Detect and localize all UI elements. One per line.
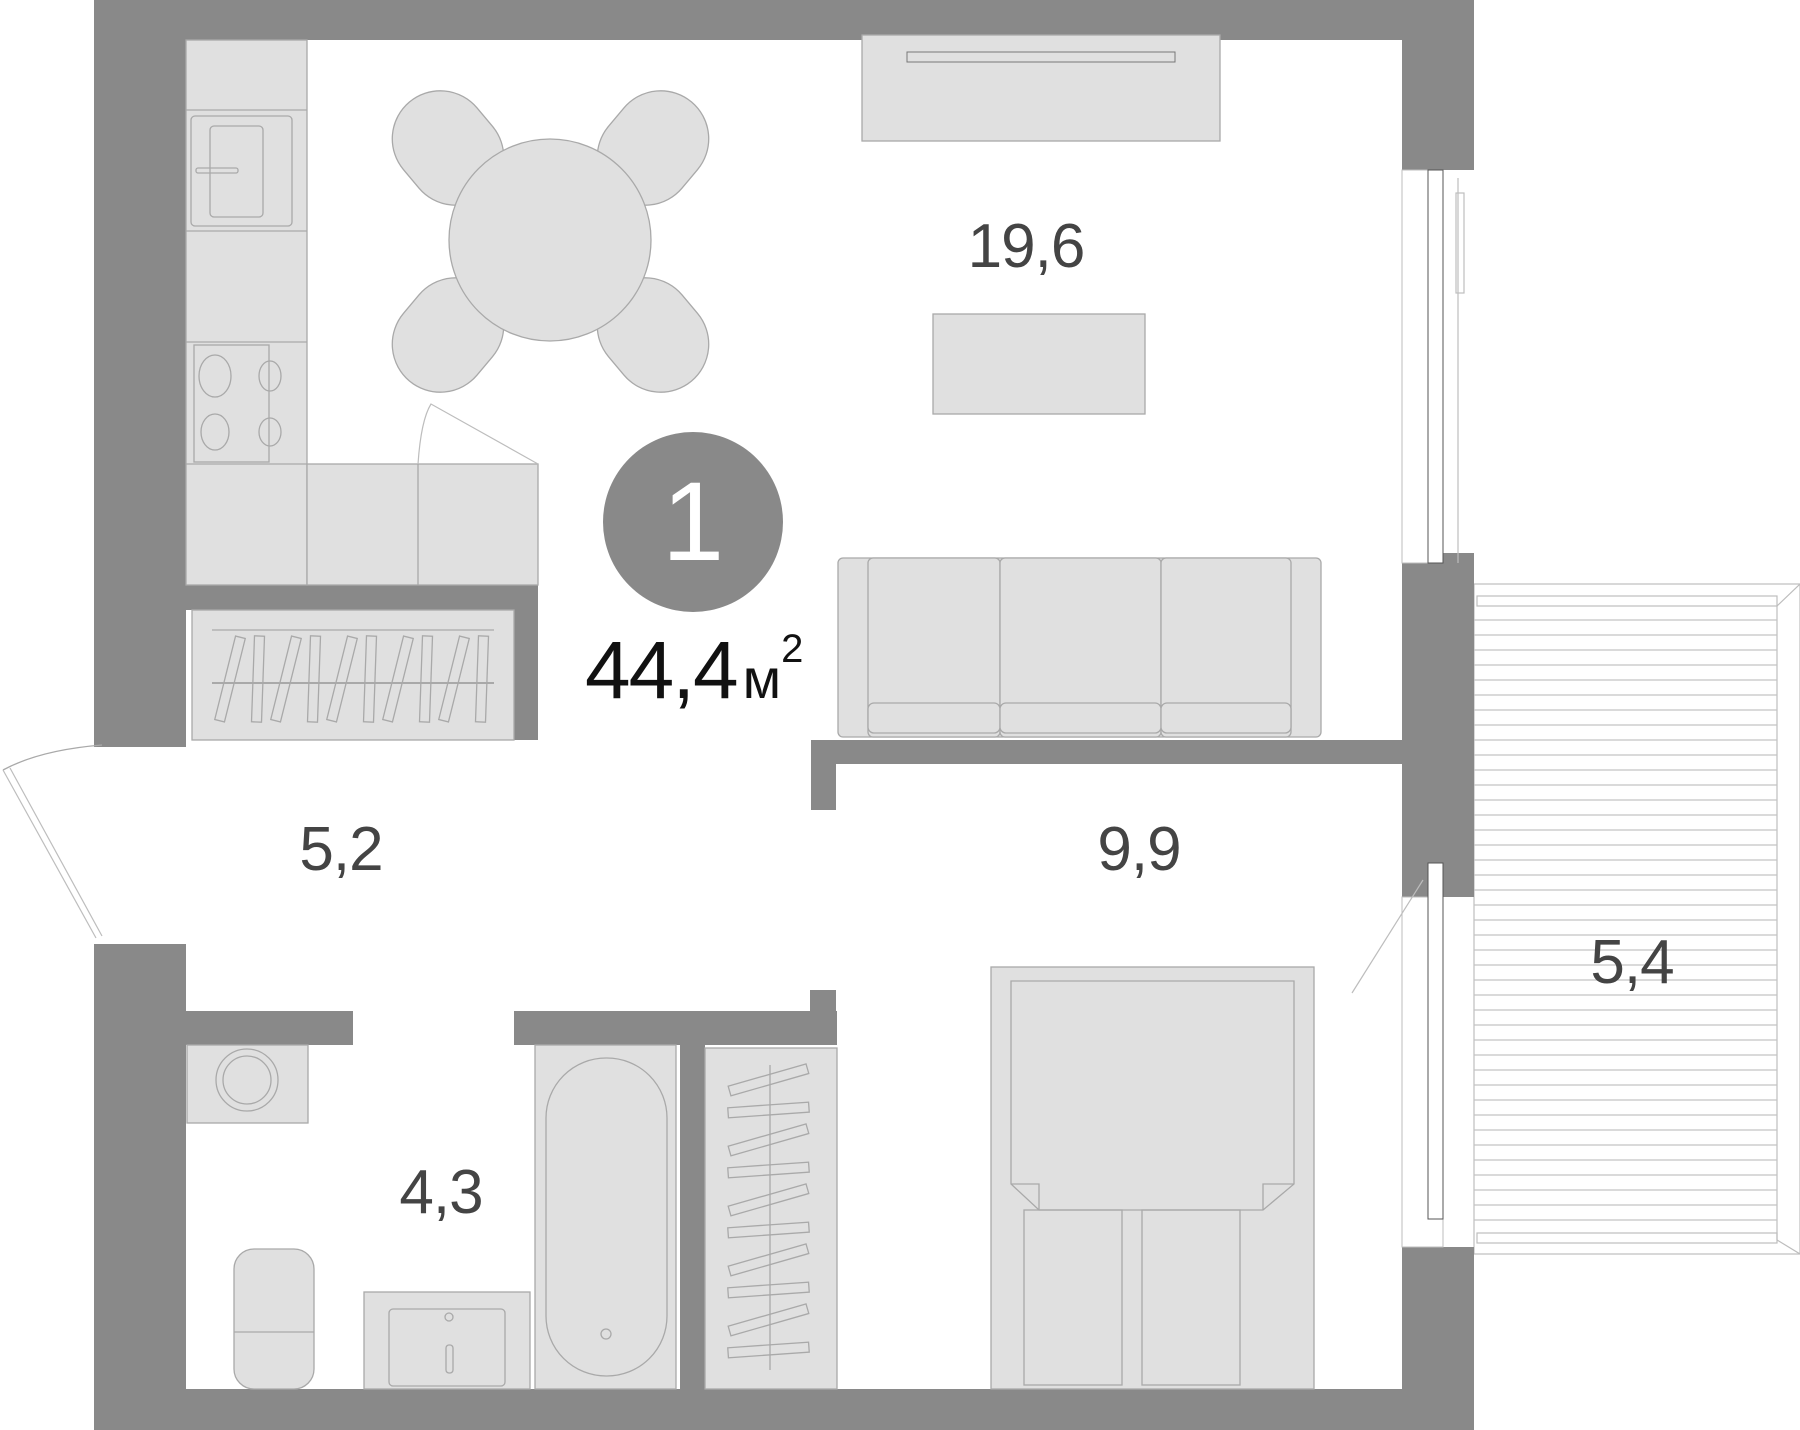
entrance-door xyxy=(2,744,103,939)
dining-set xyxy=(391,90,710,393)
bed xyxy=(990,966,1315,1390)
tv-unit xyxy=(861,34,1221,142)
walls xyxy=(94,0,1474,1430)
room-area-living: 19,6 xyxy=(967,212,1086,281)
tv xyxy=(906,51,1176,63)
rooms-count: 1 xyxy=(661,459,725,584)
kitchen-units xyxy=(185,39,539,586)
bathroom-fixtures xyxy=(186,1044,677,1390)
balcony-deck xyxy=(1473,583,1800,1255)
room-area-bathroom: 4,3 xyxy=(399,1158,483,1227)
room-area-hallway: 5,2 xyxy=(299,815,383,884)
hall-wardrobe xyxy=(191,609,515,741)
total-area-unit: м xyxy=(742,647,782,710)
room-area-bedroom: 9,9 xyxy=(1097,815,1181,884)
room-area-balcony: 5,4 xyxy=(1590,928,1674,997)
windows xyxy=(1351,169,1465,1248)
total-area-value: 44,4 xyxy=(585,625,739,716)
total-area-exponent: 2 xyxy=(781,626,803,671)
bedroom-wardrobe xyxy=(704,1047,838,1390)
coffee-table xyxy=(932,313,1146,415)
rooms-count-badge: 1 xyxy=(603,432,783,612)
sofa xyxy=(837,557,1322,738)
